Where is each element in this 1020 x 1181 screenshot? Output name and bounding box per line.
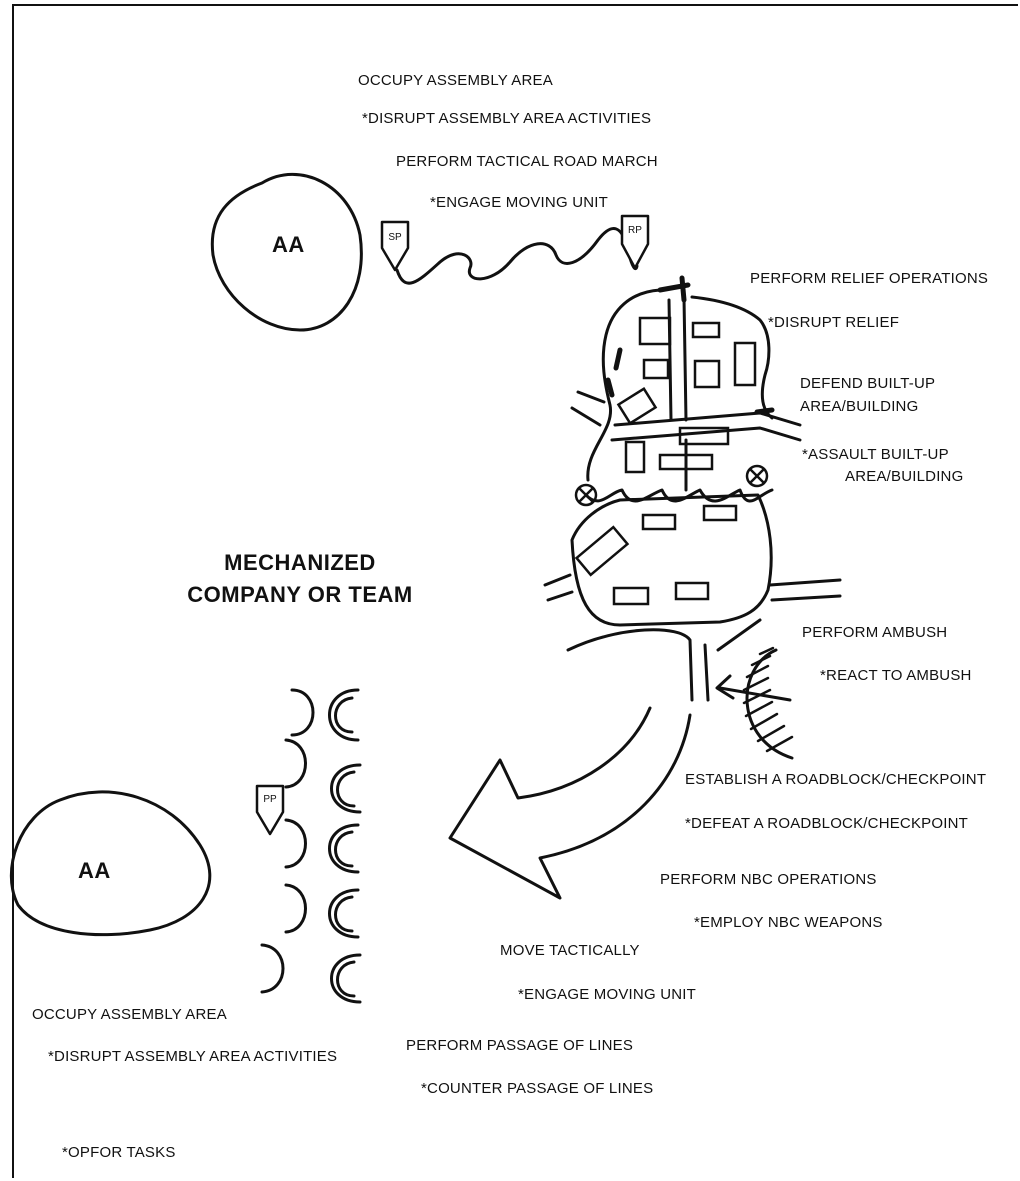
lower-block-outline <box>570 493 773 627</box>
ambush-arrowhead <box>715 674 735 700</box>
sp-marker: SP <box>380 220 410 272</box>
task-disrupt-assembly-area-top: *DISRUPT ASSEMBLY AREA ACTIVITIES <box>362 110 652 127</box>
task-occupy-assembly-area-bottom: OCCUPY ASSEMBLY AREA <box>32 1006 227 1023</box>
task-employ-nbc-weapons: *EMPLOY NBC WEAPONS <box>694 914 883 931</box>
legend-opfor-tasks: *OPFOR TASKS <box>62 1144 176 1161</box>
road-branch-2 <box>576 390 606 404</box>
pp-label: PP <box>263 794 277 805</box>
builtup-outline-left <box>586 288 662 482</box>
task-assault-builtup-line2: AREA/BUILDING <box>845 468 964 485</box>
diagram-frame <box>12 4 1018 1178</box>
builtup-outline-top <box>690 295 774 420</box>
road-lower-left <box>543 573 574 602</box>
road-branch-1 <box>570 406 602 427</box>
assembly-area-top <box>210 172 363 332</box>
ambush-hatch <box>742 646 794 753</box>
sp-label: SP <box>388 232 402 243</box>
road-lower-right <box>768 578 842 602</box>
builtup-boundary-dashes <box>605 275 775 415</box>
road-march-route <box>395 227 639 285</box>
task-defend-builtup-line1: DEFEND BUILT-UP <box>800 375 936 392</box>
task-defeat-roadblock: *DEFEAT A ROADBLOCK/CHECKPOINT <box>685 815 969 832</box>
buildings <box>574 316 757 606</box>
task-disrupt-relief: *DISRUPT RELIEF <box>768 314 900 331</box>
task-disrupt-assembly-area-bottom: *DISRUPT ASSEMBLY AREA ACTIVITIES <box>48 1048 338 1065</box>
task-establish-roadblock: ESTABLISH A ROADBLOCK/CHECKPOINT <box>685 771 987 788</box>
obstacle-markers <box>574 464 769 507</box>
rp-marker: RP <box>620 214 650 270</box>
assembly-area-label-bottom: AA <box>78 858 111 883</box>
assembly-area-bottom <box>9 790 212 937</box>
pp-marker: PP <box>255 784 285 836</box>
unit-label-line1: MECHANIZED <box>224 550 376 575</box>
task-engage-moving-unit-top: *ENGAGE MOVING UNIT <box>430 194 608 211</box>
task-react-to-ambush: *REACT TO AMBUSH <box>820 667 972 684</box>
task-perform-ambush: PERFORM AMBUSH <box>802 624 948 641</box>
task-assault-builtup-line1: *ASSAULT BUILT-UP <box>802 446 949 463</box>
rp-label: RP <box>628 225 642 236</box>
unit-label-line2: COMPANY OR TEAM <box>187 582 413 607</box>
task-defend-builtup-line2: AREA/BUILDING <box>800 398 919 415</box>
passage-arcs-left <box>260 688 315 994</box>
task-engage-moving-unit-bottom: *ENGAGE MOVING UNIT <box>518 986 696 1003</box>
task-relief-operations: PERFORM RELIEF OPERATIONS <box>750 270 989 287</box>
assembly-area-label-top: AA <box>272 232 305 257</box>
passage-arcs-right <box>328 688 362 1004</box>
road-bottom-1 <box>566 628 694 702</box>
task-tactical-road-march: PERFORM TACTICAL ROAD MARCH <box>396 153 658 170</box>
task-nbc-operations: PERFORM NBC OPERATIONS <box>660 871 877 888</box>
road-vertical-1 <box>682 296 688 492</box>
task-move-tactically: MOVE TACTICALLY <box>500 942 640 959</box>
ambush-arrow <box>718 686 792 702</box>
road-bottom-2 <box>703 618 762 702</box>
task-occupy-assembly-area-top: OCCUPY ASSEMBLY AREA <box>358 72 553 89</box>
movement-arrow <box>448 706 692 900</box>
task-passage-of-lines: PERFORM PASSAGE OF LINES <box>406 1037 634 1054</box>
task-counter-passage-of-lines: *COUNTER PASSAGE OF LINES <box>421 1080 654 1097</box>
